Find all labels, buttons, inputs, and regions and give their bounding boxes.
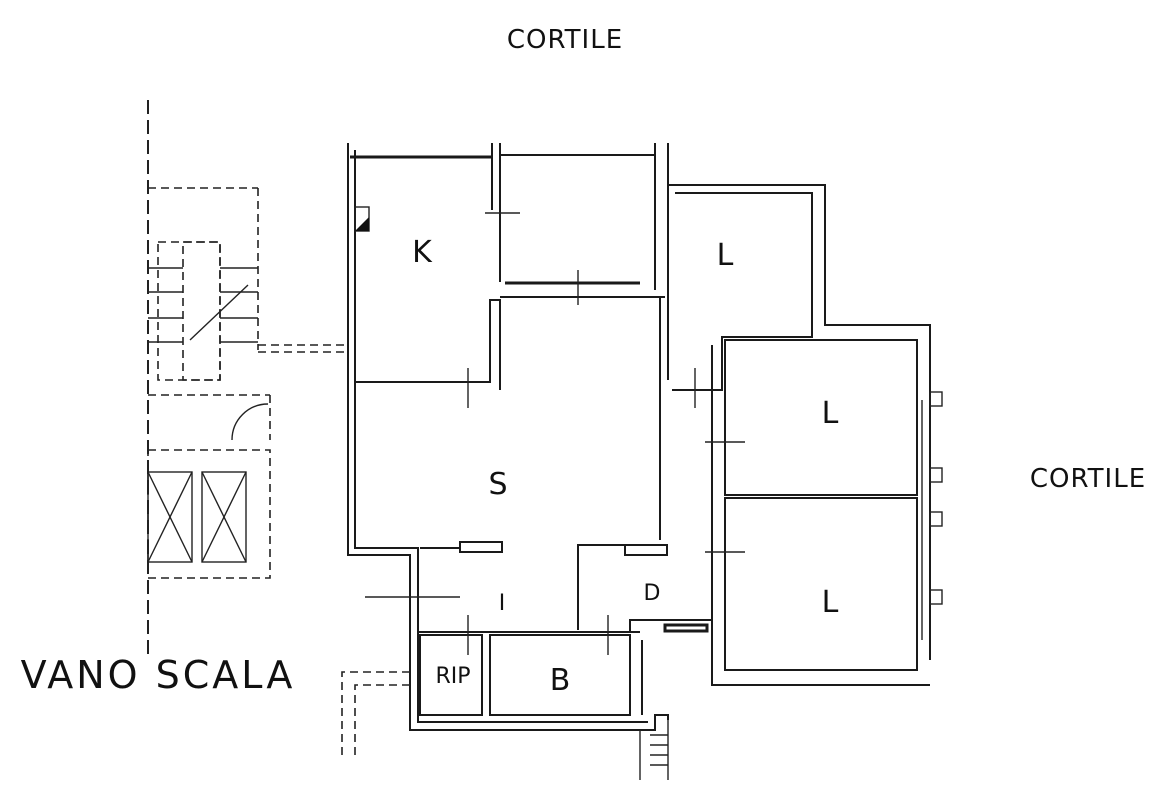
elevator-shaft-right xyxy=(201,471,247,563)
bathroom-walls xyxy=(489,634,631,716)
room-label-storage: RIP xyxy=(435,664,470,689)
apartment-walls xyxy=(341,143,943,780)
elevators xyxy=(147,449,271,579)
label-courtyard-right: CORTILE xyxy=(1030,464,1146,494)
bedroom-bottom-walls xyxy=(724,497,918,671)
bottom-stair xyxy=(639,720,669,780)
label-courtyard-top: CORTILE xyxy=(507,25,623,55)
label-stairwell: VANO SCALA xyxy=(21,653,296,697)
stair-flight-inner xyxy=(157,241,221,381)
stair-arrow-line xyxy=(189,284,249,341)
stair-flight-core xyxy=(182,241,221,381)
elevator-block xyxy=(147,449,271,579)
room-label-bedroom-bottom: L xyxy=(822,585,839,620)
stairwell-door-swing xyxy=(231,403,269,441)
door-ticks xyxy=(365,212,745,655)
room-label-living: S xyxy=(488,467,507,502)
stair-treads xyxy=(148,241,258,381)
room-label-hall: I xyxy=(499,591,506,616)
room-label-kitchen: K xyxy=(412,235,433,270)
stairwell xyxy=(147,100,348,660)
room-label-closet: D xyxy=(644,581,661,606)
bedroom-middle-walls xyxy=(724,339,918,496)
storage-walls xyxy=(419,634,483,716)
room-label-bedroom-top: L xyxy=(717,238,734,273)
elevator-shaft-left xyxy=(147,471,193,563)
room-label-bedroom-middle: L xyxy=(822,396,839,431)
right-windows xyxy=(921,391,943,640)
room-label-bathroom: B xyxy=(550,663,571,698)
